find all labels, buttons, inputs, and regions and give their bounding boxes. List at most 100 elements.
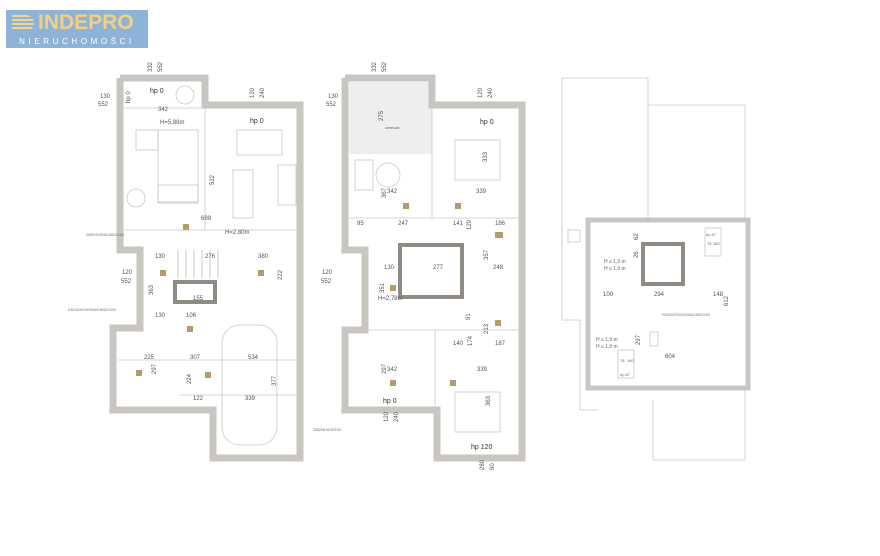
dim-label: 297 — [636, 334, 642, 345]
dim-label: 357 — [484, 249, 490, 260]
dim-label: 280 — [480, 459, 486, 470]
note: ZADASZENIE NAD WEJŚCIEM — [313, 427, 341, 432]
dim-label: 339 — [245, 396, 256, 402]
dim-label: 552 — [326, 102, 337, 108]
dim-label: 332 — [148, 61, 154, 72]
height-label: H ≤ 1,9 m — [596, 344, 618, 350]
dim-label: 339 — [476, 189, 487, 195]
dim-label: 240 — [260, 87, 266, 98]
dim-label: 140 — [453, 341, 464, 347]
dim-label: 100 — [603, 292, 614, 298]
dim-label: 186 — [495, 221, 506, 227]
dim-label: 130 — [100, 94, 111, 100]
dim-label: 380 — [258, 254, 269, 260]
dim-label: 120 — [250, 87, 256, 98]
hp-label: hp 120 — [471, 444, 493, 451]
ground-floor-walls — [109, 74, 304, 462]
dim-label: 130 — [328, 94, 339, 100]
dim-label: 187 — [495, 341, 506, 347]
dim-label: 26 — [634, 251, 640, 258]
dim-label: 248 — [493, 265, 504, 271]
dim-label: 333 — [483, 151, 489, 162]
dim-label: 78 — [620, 358, 625, 363]
dim-label: 95 — [357, 221, 364, 227]
height-label: H ≤ 1,9 m — [596, 337, 618, 343]
dim-label: 342 — [387, 189, 398, 195]
dim-label: 240 — [488, 87, 494, 98]
hp-label: hp 0 — [383, 398, 397, 405]
dim-label: 155 — [193, 296, 204, 302]
dim-label: 130 — [384, 265, 395, 271]
dim-label: 297 — [152, 363, 158, 374]
dim-label: 294 — [654, 292, 665, 298]
dim-label: 332 — [372, 61, 378, 72]
dim-label: 130 — [155, 313, 166, 319]
dim-label: 120 — [384, 411, 390, 422]
logo-mark-icon — [12, 14, 34, 31]
dim-label: 174 — [468, 335, 474, 346]
dim-label: 160 — [713, 241, 720, 246]
dim-label: 129 — [467, 219, 473, 230]
dim-label: 247 — [398, 221, 409, 227]
dim-label: 699 — [201, 216, 212, 222]
dim-label: 552 — [98, 102, 109, 108]
dim-label: 91 — [466, 313, 472, 320]
dim-label: 307 — [190, 355, 201, 361]
dim-label: 604 — [665, 354, 676, 360]
dim-label: 120 — [122, 270, 133, 276]
hp-label: hp 67 — [620, 372, 631, 377]
hp-label: hp 67 — [706, 232, 717, 237]
dim-label: 240 — [394, 411, 400, 422]
dim-label: 90 — [490, 463, 496, 470]
dim-label: 534 — [248, 355, 259, 361]
dim-label: 224 — [187, 373, 193, 384]
dim-label: 106 — [186, 313, 197, 319]
dim-label: 522 — [210, 174, 216, 185]
dim-label: 297 — [382, 363, 388, 374]
dim-label: 62 — [634, 233, 640, 240]
dim-label: 342 — [387, 367, 398, 373]
dim-label: 276 — [205, 254, 216, 260]
dim-label: 225 — [144, 355, 155, 361]
dim-label: 120 — [322, 270, 333, 276]
height-label: H ≤ 1,9 m — [604, 259, 626, 265]
dim-label: 363 — [149, 284, 155, 295]
dim-label: 552 — [121, 279, 132, 285]
dim-label: 120 — [478, 87, 484, 98]
indepro-logo: INDEPRO NIERUCHOMOŚCI — [6, 10, 148, 48]
void-label: antresola — [385, 126, 399, 130]
height-label: H=5,88m — [160, 120, 185, 126]
hp-label: hp 0 — [480, 119, 494, 126]
dim-label: 552 — [158, 61, 164, 72]
ground-floor-plan: 332 552 130 552 hp 0 hp 0 120 240 hp 0 3… — [68, 61, 304, 462]
note: PODDASZE NIEUŻYTKOWE DO INDYWIDUALNEJ AR… — [662, 312, 710, 317]
dim-label: 367 — [382, 187, 388, 198]
hp-label: hp 0 — [250, 118, 264, 125]
dim-label: 78 — [707, 241, 712, 246]
dim-label: 612 — [724, 295, 730, 306]
dim-label: 363 — [486, 395, 492, 406]
dim-label: 275 — [379, 110, 385, 121]
note: KOMINEK DO INDYWIDUALNEJ ARANŻACJI KLIEN… — [86, 232, 124, 237]
first-floor-plan: 332 552 130 552 120 240 hp 0 275 antreso… — [313, 61, 526, 470]
note: ŚCIANA DZIAŁOWA DO INDYWIDUALNEJ ARANŻAC… — [68, 307, 116, 312]
dim-label: 222 — [278, 269, 284, 280]
room-tag — [183, 224, 189, 230]
logo-name: INDEPRO — [38, 10, 134, 34]
dim-label: 552 — [321, 279, 332, 285]
dim-label: 351 — [380, 282, 386, 293]
dim-label: 277 — [433, 265, 444, 271]
logo-subtitle: NIERUCHOMOŚCI — [19, 37, 135, 46]
dim-label: 339 — [477, 367, 488, 373]
height-label: H=2,80m — [225, 230, 250, 236]
height-label: H ≤ 1,9 m — [604, 266, 626, 272]
dim-label: 148 — [713, 292, 724, 298]
dim-label: 130 — [155, 254, 166, 260]
dim-label: 342 — [158, 107, 169, 113]
height-label: H=2,78m — [378, 296, 403, 302]
dim-label: 377 — [272, 375, 278, 386]
dim-label: 122 — [193, 396, 204, 402]
hp-label: hp 0 — [150, 88, 164, 95]
dim-label: 213 — [484, 323, 490, 334]
dim-label: 141 — [453, 221, 464, 227]
